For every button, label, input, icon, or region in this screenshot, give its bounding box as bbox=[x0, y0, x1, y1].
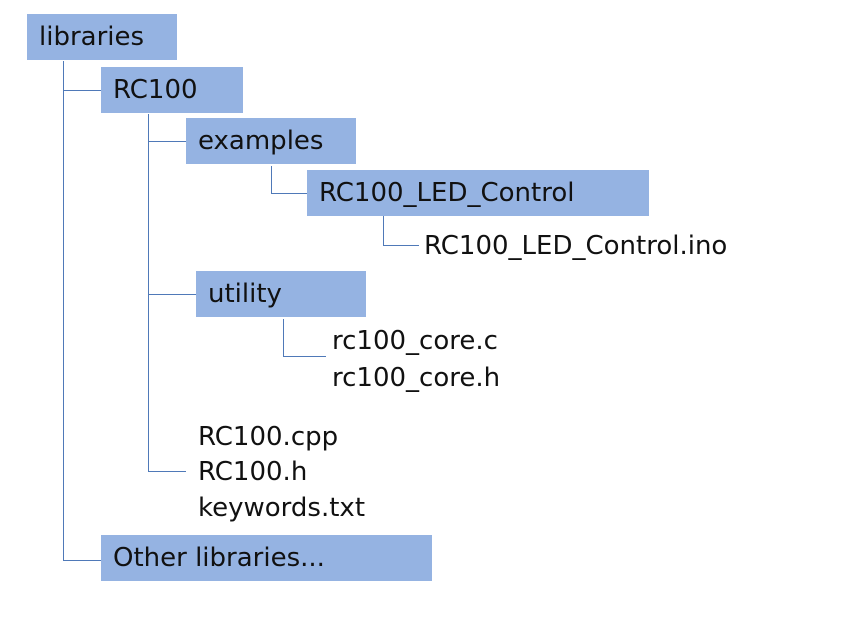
folder-libraries: libraries bbox=[27, 14, 177, 60]
connector-line bbox=[383, 245, 419, 246]
connector-line bbox=[283, 319, 284, 356]
connector-line bbox=[63, 90, 101, 91]
folder-other-libraries: Other libraries... bbox=[101, 535, 432, 581]
connector-line bbox=[148, 294, 196, 295]
connector-line bbox=[283, 356, 326, 357]
connector-line bbox=[383, 200, 384, 245]
file-rc100-core-c: rc100_core.c bbox=[332, 326, 498, 356]
connector-line bbox=[63, 560, 101, 561]
connector-line bbox=[148, 114, 149, 472]
file-rc100-h: RC100.h bbox=[198, 457, 308, 487]
connector-line bbox=[63, 61, 64, 561]
file-rc100-core-h: rc100_core.h bbox=[332, 363, 501, 393]
folder-rc100-led-control: RC100_LED_Control bbox=[307, 170, 649, 216]
connector-line bbox=[271, 166, 272, 193]
folder-rc100: RC100 bbox=[101, 67, 243, 113]
folder-examples: examples bbox=[186, 118, 356, 164]
file-rc100-led-control-ino: RC100_LED_Control.ino bbox=[424, 231, 728, 261]
connector-line bbox=[148, 471, 186, 472]
connector-line bbox=[271, 193, 307, 194]
folder-utility: utility bbox=[196, 271, 366, 317]
file-keywords-txt: keywords.txt bbox=[198, 493, 366, 523]
connector-line bbox=[148, 141, 186, 142]
file-rc100-cpp: RC100.cpp bbox=[198, 422, 339, 452]
